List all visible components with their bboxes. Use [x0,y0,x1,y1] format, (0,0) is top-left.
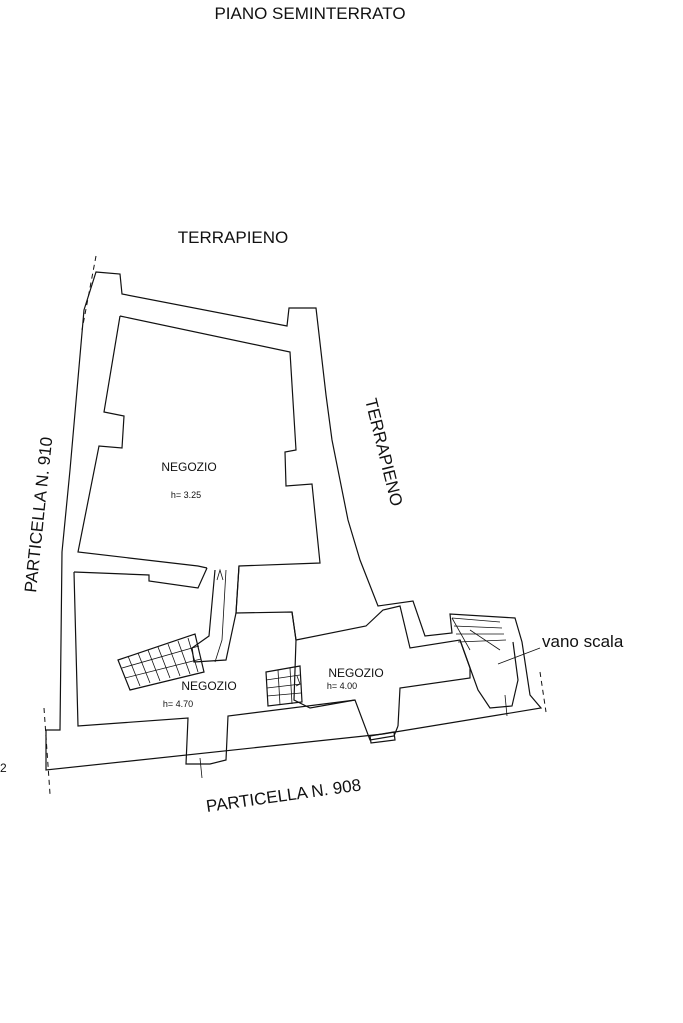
room-shop-middle: NEGOZIO h= 4.00 [327,666,384,691]
outer-wall [45,271,543,771]
room-height: h= 4.70 [163,699,193,709]
terrapieno-right-label: TERRAPIENO [361,396,406,508]
room-name: NEGOZIO [328,666,383,680]
stair-hall-wall [459,639,519,709]
room-name: NEGOZIO [161,460,216,474]
boundary-dash-bottom-left [43,707,51,795]
particella-908-label: PARTICELLA N. 908 [205,775,362,816]
boundary-dash-right [539,671,547,713]
room-shop-lower-left: NEGOZIO h= 4.70 [163,679,237,709]
corridor-arrow [216,568,224,581]
property-tick-right [504,694,508,717]
upper-shop-left-wall [77,315,208,569]
edge-mark: 2 [0,761,7,775]
room-name: NEGOZIO [181,679,236,693]
stairs-lower-left [117,633,205,691]
middle-shop-left-wall [291,611,356,709]
vano-scala-label: vano scala [542,632,624,651]
terrapieno-top-label: TERRAPIENO [178,228,289,247]
stair-hall-steps [451,617,541,665]
boundary-dash-top-left [81,255,97,331]
room-height: h= 4.00 [327,681,357,691]
corridor-line [214,569,227,663]
plan-title: PIANO SEMINTERRATO [214,4,405,23]
stairs-middle [265,665,303,707]
room-height: h= 3.25 [171,490,201,500]
property-tick-bottom [199,757,203,779]
lower-shop-left-wall [73,567,208,589]
door-mark-bottom [369,731,396,744]
room-shop-upper: NEGOZIO h= 3.25 [161,460,216,500]
door-mark-middle [295,675,301,687]
central-partition [191,565,240,663]
particella-910-label: PARTICELLA N. 910 [21,436,56,593]
lower-shop-boundary [73,571,399,765]
